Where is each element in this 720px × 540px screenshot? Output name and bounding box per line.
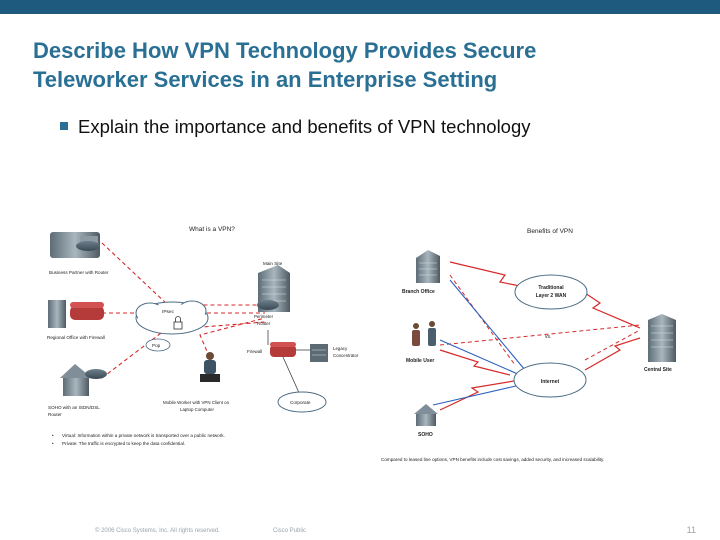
soho-house-icon [60,364,107,396]
legacy-concentrator-icon [310,344,328,362]
perimeter-router-icon [257,300,279,310]
footer-copyright: © 2006 Cisco Systems, Inc. All rights re… [95,528,220,534]
label-main-site: Main Site [263,261,283,266]
label-perimeter-line1: Perimeter [254,314,274,319]
label-legacy-line2: Concentrator [333,353,359,358]
square-bullet-icon [60,122,68,131]
slide-title-line-1: Describe How VPN Technology Provides Sec… [33,38,537,63]
page-number: 11 [686,525,696,535]
slide-title: Describe How VPN Technology Provides Sec… [33,36,703,94]
lock-icon [173,316,183,330]
left-diagram-heading: What is a VPN? [189,226,235,233]
label-ipsec: IPsec [162,309,175,315]
bullet-item: Explain the importance and benefits of V… [60,116,531,138]
bullet-text: Explain the importance and benefits of V… [78,116,531,137]
business-partner-router-icon [50,232,100,258]
label-central-site: Central Site [644,367,672,373]
internet-links [432,279,526,406]
footer-classification: Cisco Public [273,528,307,534]
label-business-partner: Business Partner with Router [49,270,109,275]
branch-office-building-icon [416,250,440,283]
label-perimeter-line2: Router [257,321,271,326]
left-diagram: What is a VPN? Business Partner with Rou… [47,226,359,446]
note-bullet-2: • [52,441,54,446]
internet-cloud-icon [135,300,209,335]
label-internet: Internet [541,379,560,385]
label-firewall: Firewall [247,349,262,354]
label-pop: Pop [152,343,161,348]
label-mobile-user: Mobile User [406,358,434,364]
label-soho-line2: Router [48,412,62,417]
mobile-worker-icon [200,352,220,382]
vpn-dashed-links [439,274,641,366]
label-traditional-line2: Layer 2 WAN [536,293,567,299]
pop-marker-icon [145,338,171,352]
label-vs: vs. [545,334,551,340]
label-mobile-worker-line2: Laptop Computer [180,407,214,412]
note-virtual: Virtual: Information within a private ne… [62,433,225,438]
benefits-caption: Compared to leased line options, VPN ben… [381,457,604,462]
top-accent-bar [0,0,720,14]
corporate-network-cloud-icon [277,391,327,413]
note-private: Private: The traffic is encrypted to kee… [62,441,185,446]
right-diagram: Benefits of VPN Branch Office [381,228,676,462]
central-site-building-icon [648,314,676,362]
soho-house-icon-right [414,404,438,426]
label-traditional-line1: Traditional [538,285,564,291]
label-legacy-line1: Legacy [333,346,348,351]
mobile-user-icon [412,321,436,346]
label-regional-office: Regional Office with Firewall [47,335,105,340]
link-firewall-corporate [282,356,301,396]
note-bullet-1: • [52,433,54,438]
label-soho-right: SOHO [418,432,433,438]
label-branch-office: Branch Office [402,289,435,295]
traditional-wan-cloud-icon [514,274,588,310]
slide-title-line-2: Teleworker Services in an Enterprise Set… [33,67,498,92]
label-soho-line1: SOHO with an ISDN/DSL [48,405,100,410]
label-mobile-worker-line1: Mobile Worker with VPN Client on [163,400,230,405]
regional-office-firewall-icon [48,300,104,328]
internet-cloud-icon-right [513,362,587,398]
right-diagram-heading: Benefits of VPN [527,228,573,235]
firewall-icon [270,342,296,357]
label-corporate: Corporate [290,400,311,405]
